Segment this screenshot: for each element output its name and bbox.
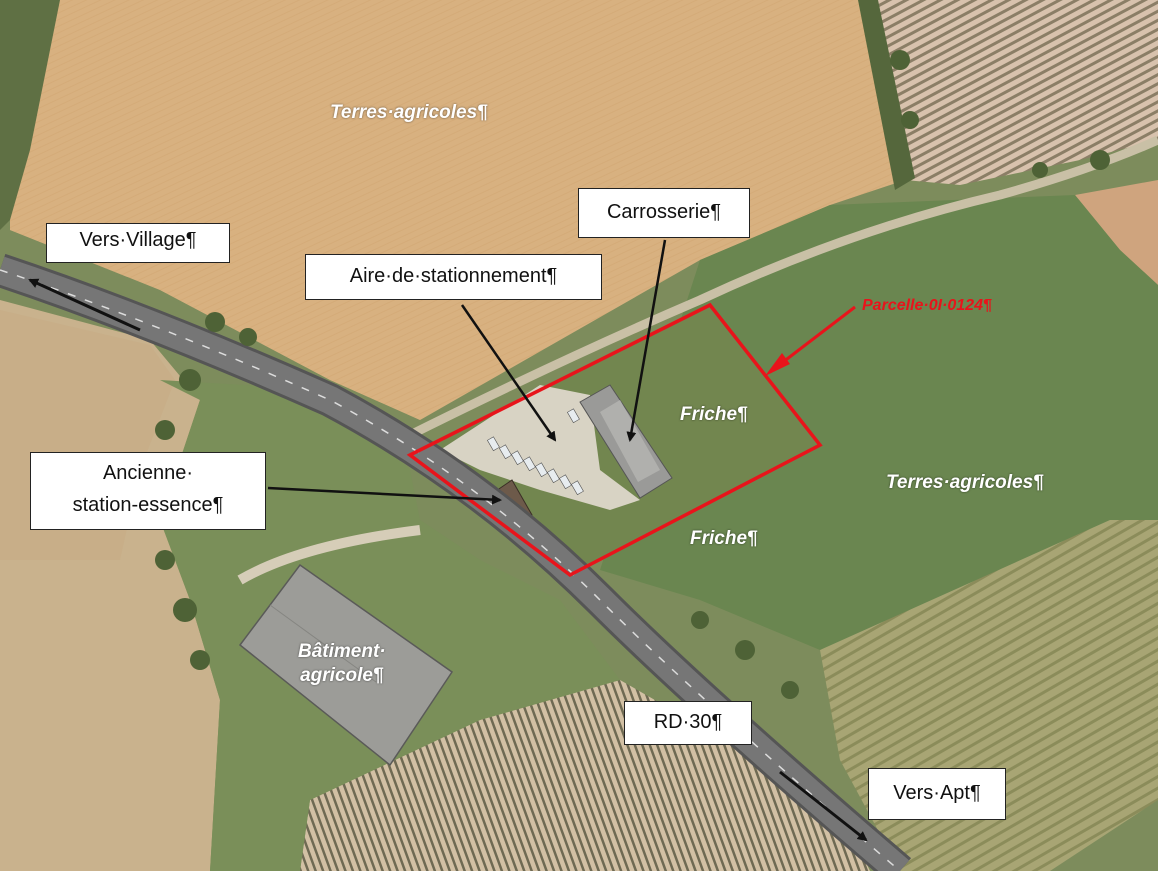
callout-aire-stationnement: Aire·de·stationnement¶	[305, 254, 602, 300]
parcel-outline	[406, 302, 823, 578]
field-right	[1075, 180, 1158, 285]
arrow-station-essence	[267, 486, 502, 505]
grass-center	[160, 380, 620, 871]
vineyard-bottom	[300, 680, 870, 871]
arrow-vers-apt	[779, 770, 868, 842]
callout-ancienne-line1: Ancienne·	[102, 462, 194, 484]
label-batiment-line1: Bâtiment·	[298, 641, 386, 662]
parked-cars	[486, 408, 584, 496]
callout-carrosserie: Carrosserie¶	[578, 188, 750, 238]
trees	[155, 50, 1110, 699]
label-batiment-agricole: Bâtiment· agricole¶	[298, 640, 386, 688]
label-parcelle: Parcelle·0I·0124¶	[862, 297, 992, 314]
arrow-vers-village	[28, 278, 141, 332]
arrow-aire-stationnement	[460, 304, 557, 442]
label-terres-agricoles-top: Terres·agricoles¶	[330, 102, 488, 123]
callout-vers-apt: Vers·Apt¶	[868, 768, 1006, 820]
callout-ancienne-station-essence: Ancienne· station-essence¶	[30, 452, 266, 530]
arrow-carrosserie	[626, 239, 667, 442]
grass-field-right	[600, 195, 1158, 650]
callout-ancienne-line2: station-essence¶	[72, 494, 224, 516]
hedge-left	[0, 0, 60, 230]
label-friche-upper: Friche¶	[680, 404, 748, 425]
callout-vers-village: Vers·Village¶	[46, 223, 230, 263]
label-friche-lower: Friche¶	[690, 528, 758, 549]
label-terres-agricoles-right: Terres·agricoles¶	[886, 472, 1044, 493]
farm-lane	[397, 135, 1158, 445]
callout-rd30: RD·30¶	[624, 701, 752, 745]
label-batiment-line2: agricole¶	[300, 665, 384, 686]
vineyard-top-right	[870, 0, 1158, 185]
agricultural-building	[238, 563, 454, 767]
